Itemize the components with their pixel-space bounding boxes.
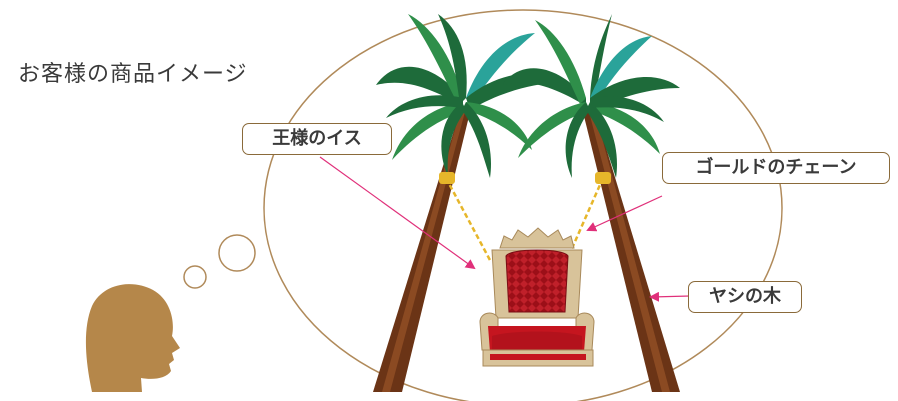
arrow-to-chain bbox=[586, 195, 663, 232]
palm-tree-icon bbox=[582, 108, 680, 392]
callout-gold-chain: ゴールドのチェーン bbox=[662, 152, 890, 184]
pointer-arrows bbox=[319, 156, 691, 302]
gold-chain-icon bbox=[444, 177, 605, 263]
thought-bubble-icon bbox=[183, 234, 256, 289]
throne-chair-icon bbox=[479, 227, 595, 367]
callout-throne: 王様のイス bbox=[242, 123, 392, 155]
imagination-oval bbox=[263, 9, 783, 401]
arrow-to-palm bbox=[649, 291, 691, 302]
callout-palm-tree: ヤシの木 bbox=[688, 281, 802, 313]
palm-fronds-left bbox=[376, 14, 560, 178]
arrow-to-throne bbox=[319, 156, 476, 270]
head-silhouette-icon bbox=[85, 284, 180, 392]
palm-fronds-right bbox=[502, 14, 680, 178]
chain-wraps bbox=[439, 172, 611, 184]
image-caption: お客様の商品イメージ bbox=[18, 62, 248, 87]
